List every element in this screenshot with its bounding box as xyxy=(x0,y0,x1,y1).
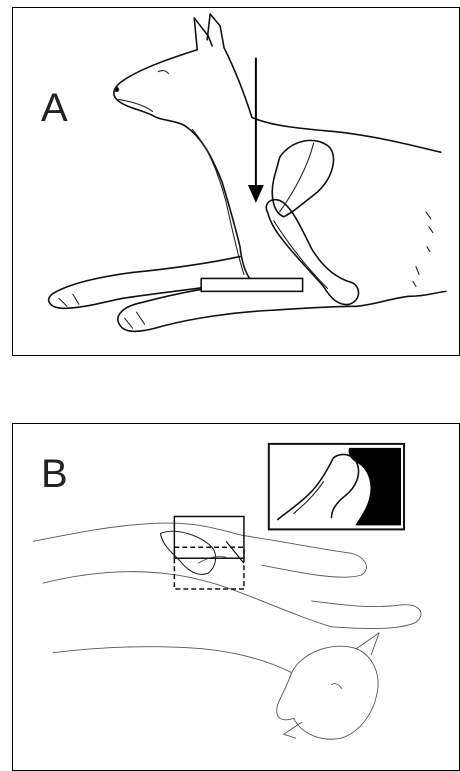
elbow-support-pad xyxy=(201,278,302,291)
dog-nose xyxy=(114,87,119,92)
dog-haunch-mark xyxy=(426,212,433,252)
dog-ear xyxy=(284,722,302,738)
dog-foreleg-extended xyxy=(312,601,422,629)
scapula-outline xyxy=(160,531,215,574)
panel-label-b: B xyxy=(41,454,68,494)
dog-belly xyxy=(356,291,445,306)
panel-b: B xyxy=(12,423,460,771)
dog-body-outline xyxy=(43,572,331,627)
dog-eye xyxy=(331,684,341,689)
dog-head xyxy=(114,50,197,126)
dog-ear xyxy=(356,633,379,655)
region-box-solid xyxy=(174,516,244,558)
dog-ear xyxy=(207,14,224,48)
dog-dorsal-illustration xyxy=(13,424,459,770)
dog-lateral-illustration xyxy=(13,8,459,355)
dog-chest xyxy=(184,125,252,281)
pressure-arrow-head xyxy=(248,185,264,203)
dog-body-outline xyxy=(33,523,242,541)
dog-head xyxy=(277,646,378,739)
dog-throat-fold xyxy=(192,129,244,274)
shoulder-joint-inset xyxy=(269,444,404,530)
dog-eye xyxy=(158,71,168,74)
scapula-spine xyxy=(280,143,314,212)
dog-paw-toes xyxy=(59,294,145,328)
panel-a: A xyxy=(12,7,460,356)
scapula-bone xyxy=(272,140,333,216)
dog-foreleg-extended xyxy=(242,535,366,577)
inset-leader-line xyxy=(226,541,244,563)
dog-body-outline xyxy=(53,647,292,673)
region-box-dashed xyxy=(174,547,244,589)
panel-label-a: A xyxy=(41,88,68,128)
dog-haunch-mark xyxy=(413,267,419,287)
